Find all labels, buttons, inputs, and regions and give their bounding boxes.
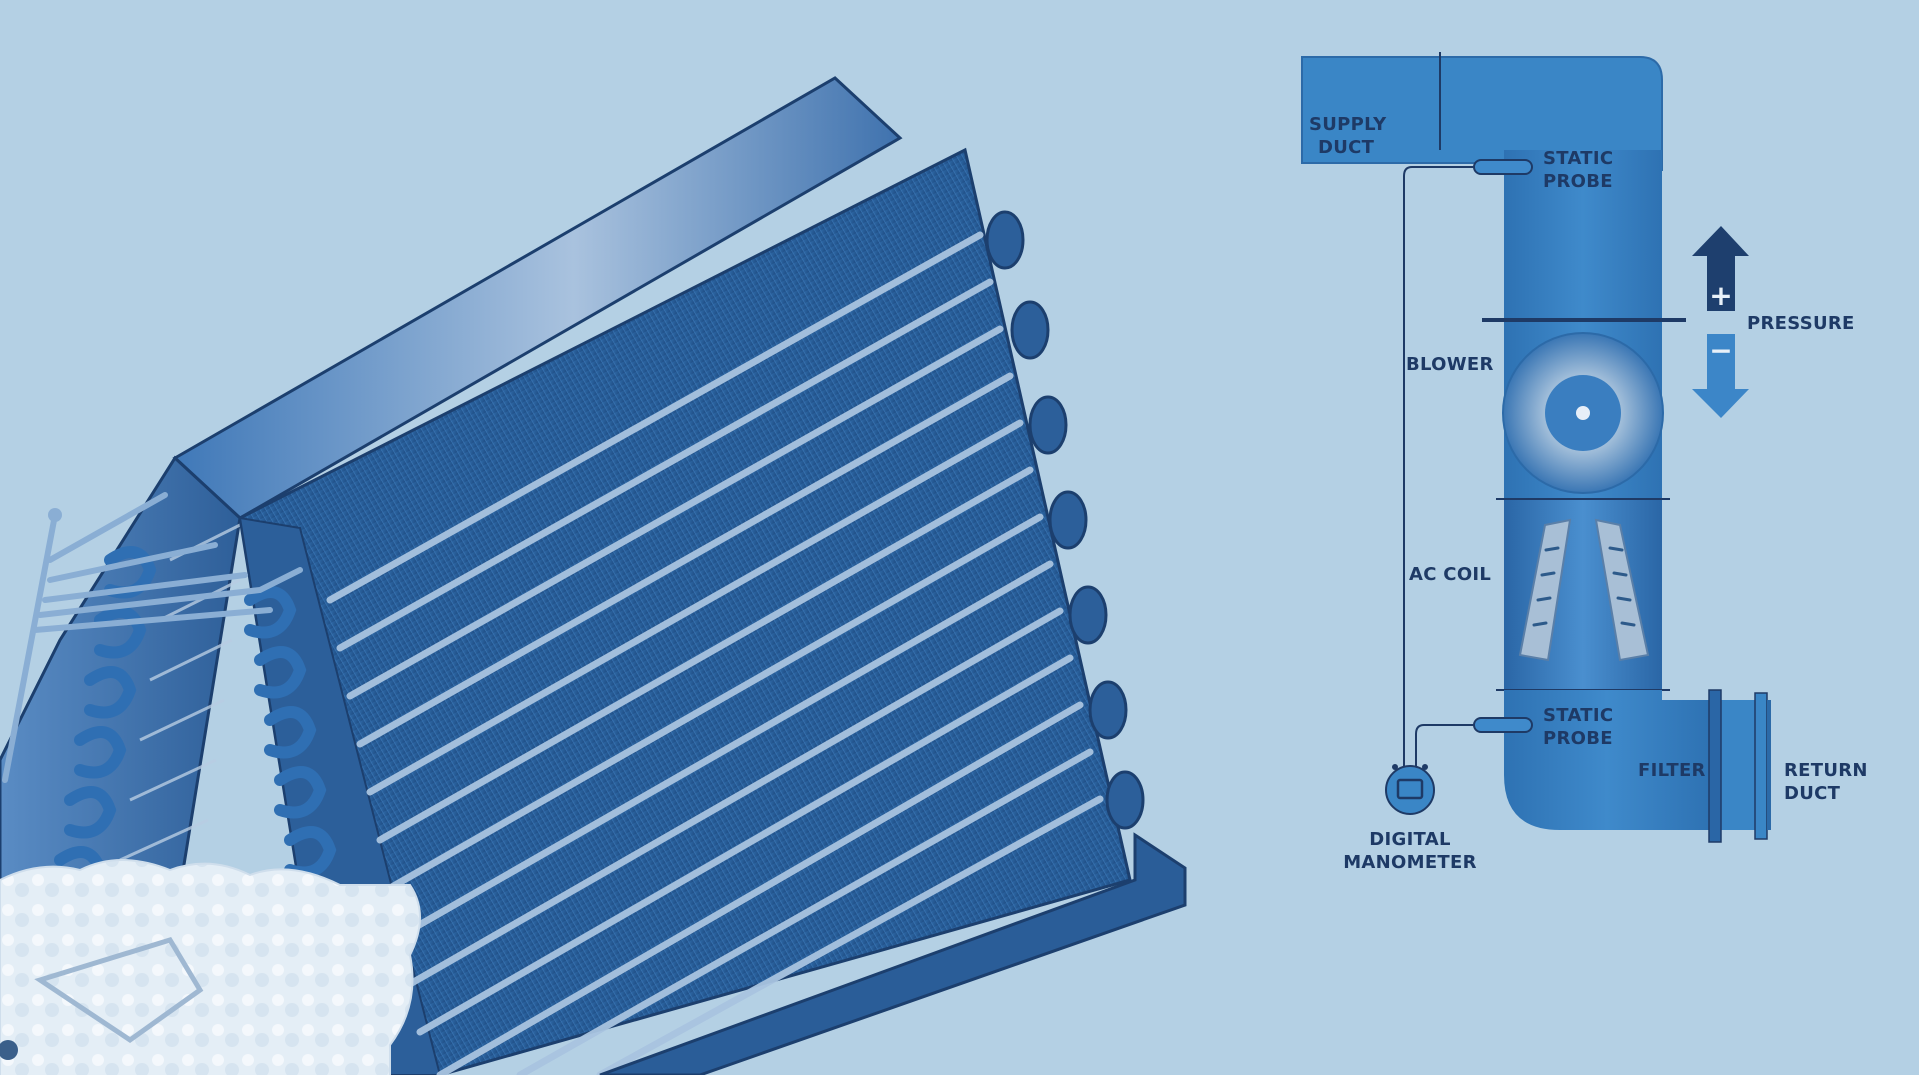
label-supply-duct-2: DUCT [1318, 137, 1375, 158]
label-filter: FILTER [1638, 760, 1706, 781]
ac-coil-section [1504, 500, 1662, 690]
label-supply-duct-1: SUPPLY [1309, 114, 1387, 135]
pressure-up-arrow-icon [1692, 226, 1749, 311]
ac-coil-icon [1518, 518, 1650, 662]
label-static-probe-bottom-2: PROBE [1543, 728, 1613, 749]
pressure-down-arrow-icon [1692, 334, 1749, 418]
label-ac-coil: AC COIL [1409, 564, 1491, 585]
label-digital-manometer-1: DIGITAL [1369, 829, 1451, 850]
label-digital-manometer-2: MANOMETER [1343, 852, 1477, 873]
label-pressure: PRESSURE [1747, 313, 1855, 334]
static-probe-bottom [1473, 717, 1533, 733]
label-return-duct-1: RETURN [1784, 760, 1868, 781]
minus-sign: − [1709, 334, 1732, 367]
duct-system-diagram: + − SUPPLY DUCT STATIC PROBE PRESSURE BL… [1301, 52, 1868, 873]
upper-duct [1504, 150, 1662, 320]
label-blower: BLOWER [1406, 354, 1494, 375]
label-return-duct-2: DUCT [1784, 783, 1841, 804]
static-probe-top [1473, 159, 1533, 175]
label-static-probe-top-1: STATIC [1543, 148, 1613, 169]
evaporator-coil-illustration [0, 76, 1187, 1075]
label-static-probe-top-2: PROBE [1543, 171, 1613, 192]
lower-elbow [1504, 690, 1710, 830]
plus-sign: + [1709, 279, 1732, 312]
filter-slot [1708, 689, 1722, 843]
label-static-probe-bottom-1: STATIC [1543, 705, 1613, 726]
manometer-gauge-icon [1385, 764, 1435, 815]
